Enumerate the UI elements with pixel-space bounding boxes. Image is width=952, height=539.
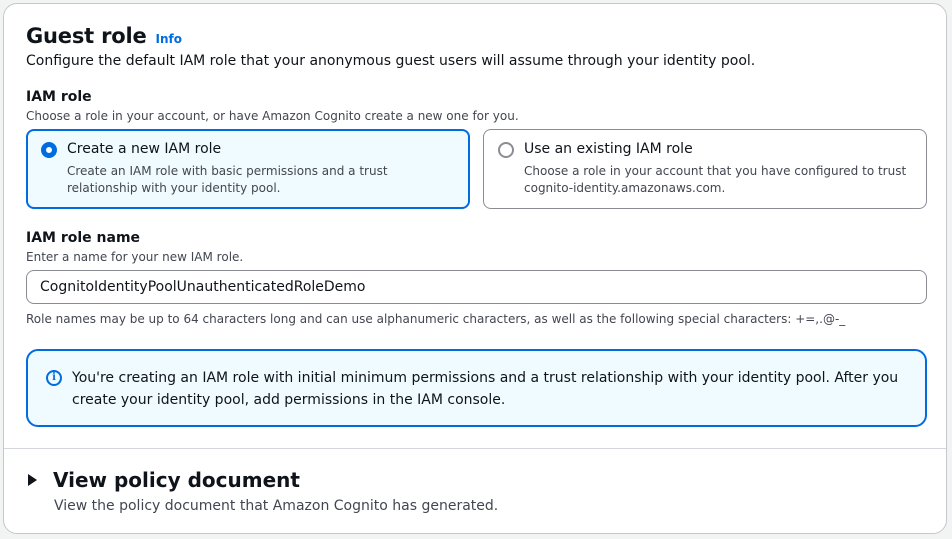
option-title: Create a new IAM role — [67, 141, 222, 157]
guest-role-panel: Guest role Info Configure the default IA… — [3, 3, 947, 534]
info-link[interactable]: Info — [155, 32, 182, 46]
radio-button-unchecked[interactable] — [498, 142, 514, 158]
use-existing-role-option[interactable]: Use an existing IAM role Choose a role i… — [483, 129, 927, 209]
info-alert: i You're creating an IAM role with initi… — [26, 349, 927, 427]
role-name-label: IAM role name — [26, 230, 141, 246]
role-name-description: Enter a name for your new IAM role. — [26, 250, 244, 264]
panel-title: Guest role — [26, 24, 147, 48]
iam-role-description: Choose a role in your account, or have A… — [26, 109, 519, 123]
section-divider — [4, 448, 946, 449]
role-name-input[interactable] — [26, 270, 927, 304]
caret-right-icon[interactable] — [28, 474, 37, 486]
radio-button-checked[interactable] — [41, 142, 57, 158]
create-new-role-option[interactable]: Create a new IAM role Create an IAM role… — [26, 129, 470, 209]
expander-description: View the policy document that Amazon Cog… — [54, 498, 499, 514]
option-description: Choose a role in your account that you h… — [524, 164, 907, 195]
iam-role-label: IAM role — [26, 89, 92, 105]
option-title: Use an existing IAM role — [524, 141, 693, 157]
info-icon: i — [46, 370, 62, 386]
expander-title[interactable]: View policy document — [53, 468, 300, 492]
alert-text: You're creating an IAM role with initial… — [72, 370, 899, 408]
option-description: Create an IAM role with basic permission… — [67, 164, 388, 195]
panel-description: Configure the default IAM role that your… — [26, 53, 756, 69]
role-name-constraint-hint: Role names may be up to 64 characters lo… — [26, 312, 846, 326]
view-policy-expander[interactable]: View policy document — [26, 468, 300, 492]
panel-header: Guest role Info — [26, 24, 182, 48]
